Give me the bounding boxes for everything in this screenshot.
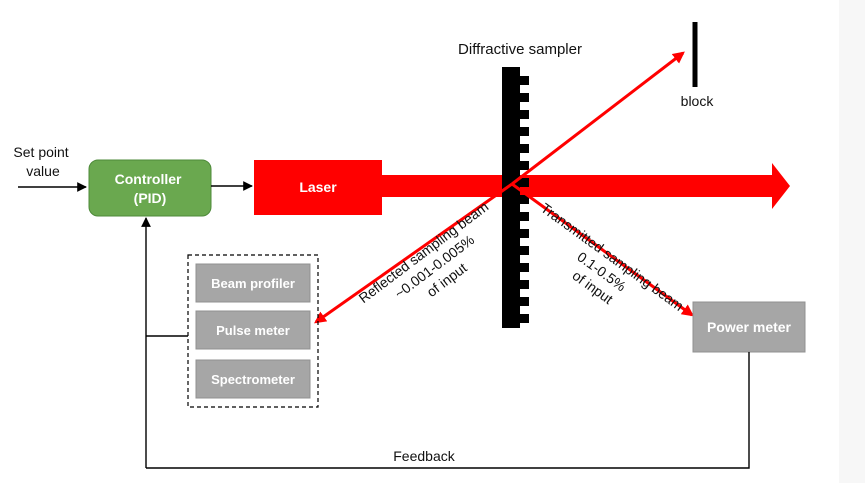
spectrometer-label: Spectrometer xyxy=(211,372,295,387)
grating-tooth xyxy=(520,314,529,323)
grating-tooth xyxy=(520,212,529,221)
transmitted-sampling-beam xyxy=(511,182,694,317)
reflected-sampling-beam xyxy=(314,182,513,324)
diffractive-sampler-label: Diffractive sampler xyxy=(458,41,582,58)
beam-profiler-box xyxy=(195,263,311,303)
set-point-label: Set point value xyxy=(13,144,72,179)
feedback-line xyxy=(146,352,750,469)
pulse-meter-label: Pulse meter xyxy=(216,323,290,338)
diffractive-sampler-body xyxy=(502,67,520,328)
power-meter-box xyxy=(692,301,806,353)
grating-tooth xyxy=(520,76,529,85)
grating-tooth xyxy=(520,161,529,170)
laser-box xyxy=(254,160,382,215)
grating-tooth xyxy=(520,195,529,204)
feedback-label: Feedback xyxy=(393,448,455,464)
grating-tooth xyxy=(520,263,529,272)
grating-tooth xyxy=(520,93,529,102)
controller-line1: Controller xyxy=(115,171,182,187)
right-margin-strip xyxy=(839,0,865,483)
grating-tooth xyxy=(520,178,529,187)
instrument-group-frame xyxy=(187,254,319,408)
grating-tooth xyxy=(520,229,529,238)
controller-box xyxy=(88,159,212,217)
pulse-meter-box xyxy=(195,310,311,350)
reflected-beam-label: Reflected sampling beam ~0.001-0.005% of… xyxy=(356,196,517,335)
grating-tooth xyxy=(520,297,529,306)
controller-label: Controller (PID) xyxy=(115,171,186,206)
main-beam xyxy=(382,175,772,197)
grating-tooth xyxy=(520,110,529,119)
grating-tooth xyxy=(520,246,529,255)
transmitted-beam-label: Transmitted sampling beam 0.1-0.5% of in… xyxy=(517,200,690,346)
beam-profiler-label: Beam profiler xyxy=(211,276,295,291)
grating-tooth xyxy=(520,127,529,136)
grating-tooth xyxy=(520,280,529,289)
set-point-line2: value xyxy=(26,163,60,179)
main-beam-arrowhead xyxy=(772,163,790,209)
controller-line2: (PID) xyxy=(134,190,167,206)
beam-to-block xyxy=(511,51,685,186)
laser-label: Laser xyxy=(299,179,337,195)
power-meter-label: Power meter xyxy=(707,319,792,335)
block-label: block xyxy=(681,93,715,109)
grating-tooth xyxy=(520,144,529,153)
spectrometer-box xyxy=(195,359,311,399)
set-point-line1: Set point xyxy=(13,144,68,160)
diffractive-sampler-teeth xyxy=(520,76,529,323)
